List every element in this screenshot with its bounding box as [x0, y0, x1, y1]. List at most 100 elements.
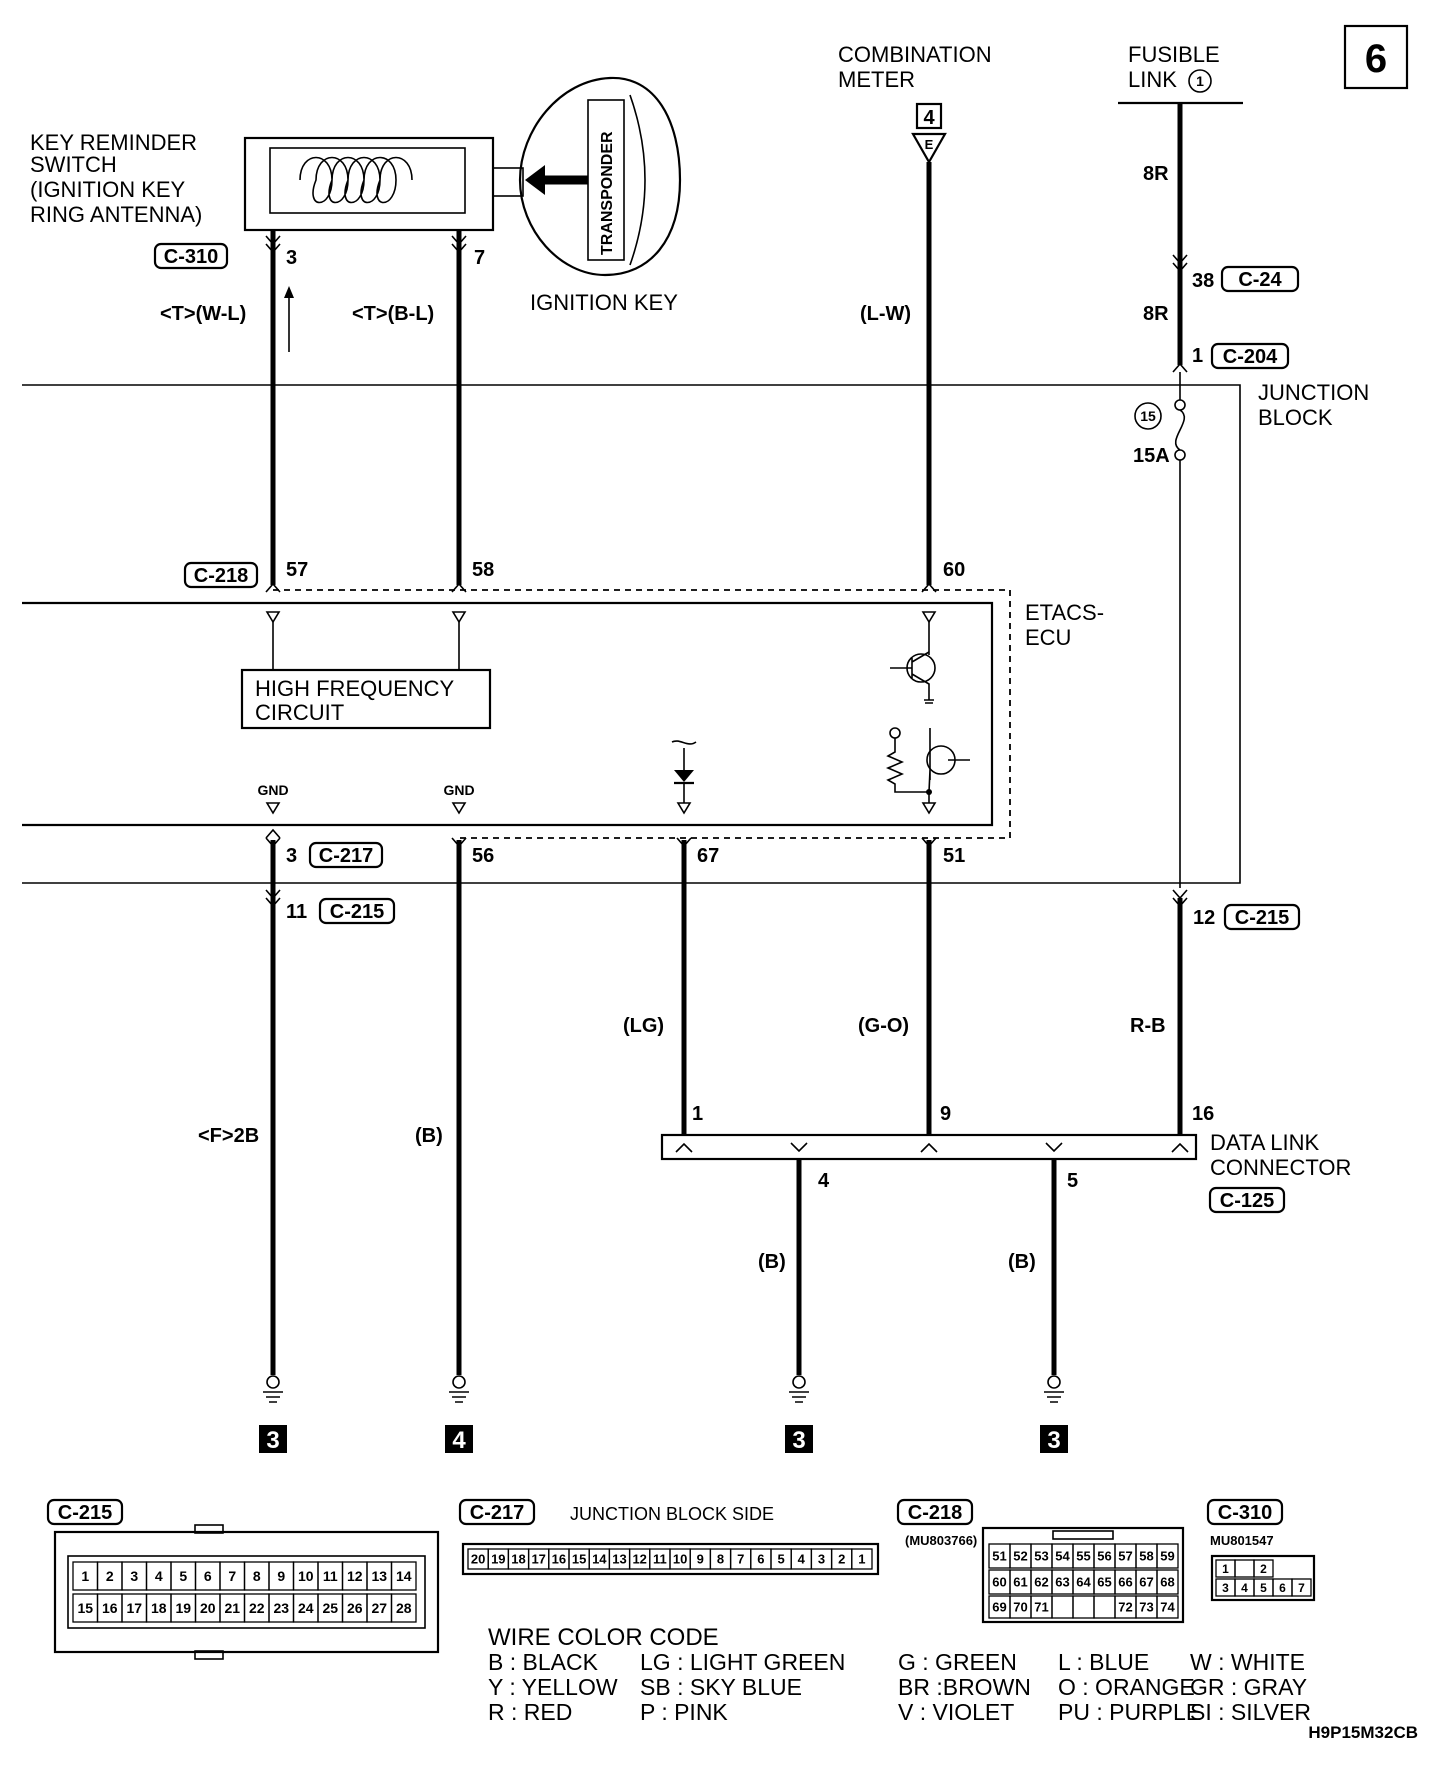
fusible-link-label-1: FUSIBLE — [1128, 42, 1220, 67]
dlc-mark-16 — [1171, 1142, 1189, 1153]
c310-row2-pin: 7 — [1298, 1581, 1305, 1595]
c218-row3-pin: 70 — [1013, 1600, 1027, 1615]
ground-ref-box-4 — [1040, 1425, 1068, 1453]
key-reminder-label-2: SWITCH — [30, 152, 117, 177]
c215-row1-pin: 1 — [81, 1568, 89, 1584]
key-reminder-label-4: RING ANTENNA) — [30, 202, 202, 227]
c215-row1-pin: 4 — [155, 1568, 163, 1584]
c310-row2-pin: 5 — [1260, 1581, 1267, 1595]
c125-tag — [1208, 1186, 1286, 1214]
c218-row1-pin: 55 — [1076, 1549, 1090, 1564]
ground-symbol-1 — [263, 1375, 283, 1403]
ground-symbol-2 — [449, 1375, 469, 1403]
wire-color-code-entry: G : GREEN — [898, 1649, 1017, 1675]
ignition-key: TRANSPONDER IGNITION KEY — [518, 76, 682, 315]
c215-tag-1 — [318, 897, 396, 925]
c218-row3-pin: 72 — [1118, 1600, 1132, 1615]
dlc-mark-9 — [920, 1142, 938, 1153]
etacs-ecu-dashed — [273, 589, 1011, 839]
fusible-link: FUSIBLE LINK 1 — [1118, 42, 1243, 105]
combination-meter-ref-box — [915, 102, 943, 130]
pullup-resistor — [885, 738, 929, 793]
c218-row2-pin: 64 — [1076, 1575, 1091, 1590]
c215-view-tag — [46, 1498, 124, 1526]
page-number: 6 — [1365, 37, 1387, 81]
wire-color-code-entry: PU : PURPLE — [1058, 1699, 1201, 1725]
c217-cell — [851, 1548, 873, 1570]
c218-view-part: (MU803766) — [905, 1533, 977, 1548]
wire-color-code-entry: SI : SILVER — [1190, 1699, 1311, 1725]
ground-ref-box-2 — [445, 1425, 473, 1453]
c215-row2-pin: 22 — [249, 1600, 265, 1616]
wire-color-code-entry: Y : YELLOW — [488, 1674, 618, 1700]
c217-label: C-217 — [319, 845, 373, 867]
dlc-pin-1: 1 — [692, 1103, 703, 1125]
c218-row3-pin: 71 — [1034, 1600, 1048, 1615]
c310-row1-pin: 1 — [1222, 1562, 1229, 1576]
c310-label: C-310 — [164, 246, 218, 268]
ground-ref-box-1 — [259, 1425, 287, 1453]
c218-row1-pin: 52 — [1013, 1549, 1027, 1564]
c218-row3-cell — [1093, 1595, 1116, 1619]
wire-color-code-entry: O : ORANGE — [1058, 1674, 1195, 1700]
c310-row2-cell — [1291, 1578, 1312, 1597]
c217-pin: 5 — [777, 1552, 784, 1567]
dlc-mark-5 — [1045, 1142, 1063, 1153]
wire-l-w-label: (L-W) — [860, 303, 911, 325]
c217-pin: 9 — [697, 1552, 704, 1567]
c218-row2-pin: 66 — [1118, 1575, 1132, 1590]
conn-mark-c204 — [1172, 362, 1188, 373]
wire-color-code-entry: GR : GRAY — [1190, 1674, 1307, 1700]
combination-meter-label-1: COMBINATION — [838, 42, 992, 67]
ground-symbols: 3 4 3 3 — [259, 1375, 1068, 1454]
dlc-pin-9: 9 — [940, 1103, 951, 1125]
wire-8r-label-1: 8R — [1143, 163, 1169, 185]
pin-1-c204: 1 — [1192, 345, 1203, 367]
c215-view-latch-top — [194, 1524, 224, 1534]
key-reminder-label-1: KEY REMINDER — [30, 130, 197, 155]
c217-pin: 11 — [653, 1552, 667, 1567]
c310-row1-pin: 2 — [1260, 1562, 1267, 1576]
signal-arrow-head — [284, 286, 294, 298]
c310-tag — [153, 242, 229, 270]
c310-row1-cell — [1234, 1559, 1255, 1578]
c215-row2-pin: 18 — [151, 1600, 167, 1616]
pin-11: 11 — [286, 901, 307, 923]
c215-row2-pin: 27 — [371, 1600, 387, 1616]
wire-color-code-entry: R : RED — [488, 1699, 572, 1725]
fuse-element — [1174, 409, 1186, 451]
c24-label: C-24 — [1238, 269, 1282, 291]
ground-ref-2: 4 — [452, 1427, 466, 1454]
c218-row2-cell — [1156, 1569, 1179, 1595]
transponder-label: TRANSPONDER — [599, 131, 616, 255]
c215-row1-pin: 12 — [347, 1568, 363, 1584]
c218-row1-pin: 59 — [1160, 1549, 1174, 1564]
c215-row2-pin: 20 — [200, 1600, 216, 1616]
c217-pin: 6 — [757, 1552, 764, 1567]
dlc-mark-4 — [790, 1142, 808, 1153]
c217-pin: 1 — [858, 1552, 865, 1567]
terminal-58-internal — [451, 611, 467, 624]
c218-row2-pin: 60 — [992, 1575, 1006, 1590]
fuse-rating: 15A — [1133, 445, 1170, 467]
etacs-label-2: ECU — [1025, 625, 1071, 650]
combination-meter-ref: 4 — [923, 107, 935, 129]
c215-view-outer — [53, 1530, 440, 1654]
dlc-pin-16: 16 — [1192, 1103, 1214, 1125]
ground-symbol-3 — [789, 1375, 809, 1403]
diagram-code: H9P15M32CB — [1308, 1723, 1418, 1742]
key-reminder-label-3: (IGNITION KEY — [30, 177, 186, 202]
c217-tag — [308, 841, 384, 869]
c218-row1-pin: 57 — [1118, 1549, 1132, 1564]
antenna-box — [243, 136, 495, 232]
c217-pin: 17 — [531, 1552, 545, 1567]
c218-view-tag — [896, 1498, 974, 1526]
terminal-60-internal — [921, 611, 937, 624]
page-number-box — [1343, 24, 1409, 90]
c215-row1-pin: 14 — [396, 1568, 412, 1584]
key-arrow-head — [525, 165, 545, 195]
c215-row1-pin: 3 — [130, 1568, 138, 1584]
c217-view-side: JUNCTION BLOCK SIDE — [570, 1504, 774, 1524]
